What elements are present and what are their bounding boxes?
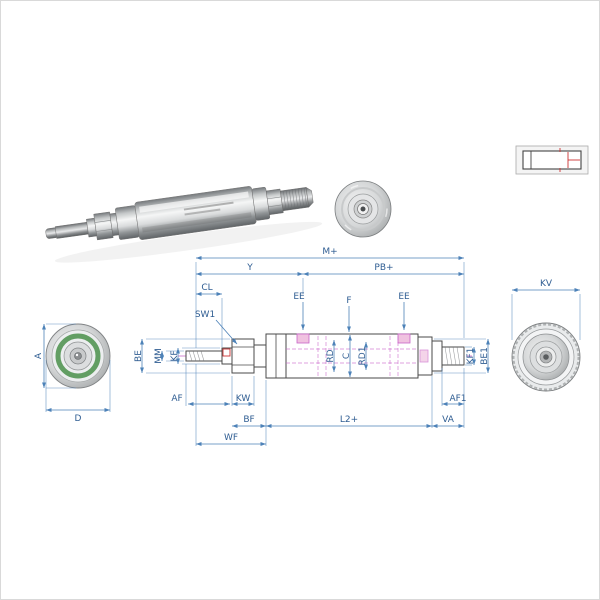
dim-label-kf: KF [170, 350, 180, 361]
dim-label-kv: KV [540, 279, 553, 289]
mounting-nut [231, 338, 255, 374]
thread-ridges [282, 187, 308, 211]
dim-label-va: VA [442, 415, 455, 425]
seal-ring [55, 333, 101, 379]
dim-label-kw: KW [236, 394, 251, 404]
rear-nut [431, 340, 443, 372]
side-view-drawing: M+ Y PB+ CL EE F EE SW1 BE MM KF RD C RD… [134, 247, 490, 446]
port-right [397, 333, 411, 344]
dim-label-mm: MM [154, 348, 164, 364]
rear-thread-hatch [444, 346, 461, 366]
dim-label-d: D [75, 414, 82, 424]
dim-label-be: BE [134, 350, 144, 362]
left-end-view: A D [34, 323, 111, 424]
dim-label-a: A [34, 352, 44, 359]
dim-label-c: C [342, 353, 352, 359]
cylinder-section-symbol [515, 145, 589, 175]
dim-label-be1: BE1 [480, 347, 490, 365]
hidden-piston-lines [286, 336, 418, 376]
dim-label-ee-left: EE [293, 292, 305, 302]
dim-label-pb-plus: PB+ [374, 263, 393, 273]
dim-label-af: AF [171, 394, 182, 404]
dim-label-ee-right: EE [398, 292, 410, 302]
right-end-view: KV [511, 279, 581, 392]
dim-label-m-plus: M+ [322, 247, 337, 257]
dim-label-y: Y [246, 263, 253, 273]
dim-label-wf: WF [224, 433, 238, 443]
dim-label-bf: BF [243, 415, 254, 425]
piston-rod [54, 221, 89, 239]
cylinder-photo [45, 186, 323, 263]
dim-label-kf1: KF1 [466, 348, 476, 365]
dim-label-l2-plus: L2+ [340, 415, 358, 425]
wiper-detail [222, 348, 231, 357]
dim-label-af1: AF1 [449, 394, 466, 404]
dim-label-f: F [346, 296, 351, 306]
dim-label-sw1: SW1 [195, 310, 215, 320]
dimension-lines [140, 256, 490, 446]
dim-label-rd1: RD1 [358, 347, 368, 366]
port-left [296, 333, 310, 344]
front-face-photo [334, 180, 392, 238]
neck [253, 344, 267, 368]
rod-thread-hatch [188, 350, 205, 362]
dim-label-cl: CL [201, 283, 212, 293]
dim-label-rd: RD [326, 349, 336, 362]
